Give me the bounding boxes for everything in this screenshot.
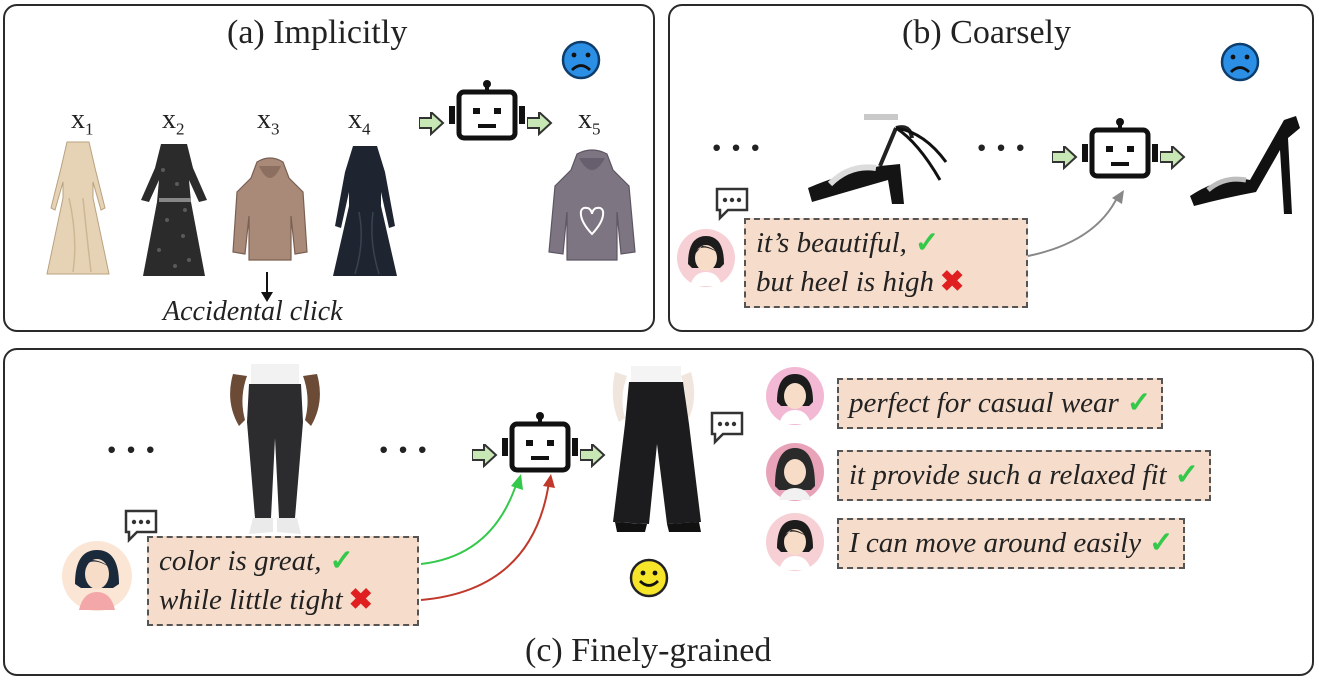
panel-finely-grained: ··· ··· color is great,✓ while little ti… [3, 348, 1314, 676]
cross-mark-icon: ✖ [940, 266, 965, 299]
feedback-to-model-arrows [420, 474, 555, 601]
purple-hoodie-image [548, 149, 636, 261]
item-x5-label: x5 [578, 104, 601, 139]
panel-coarsely: (b) Coarsely ··· ··· it’s beautiful,✓ bu… [668, 4, 1314, 332]
chat-bubble-icon [715, 187, 749, 220]
fine-feedback-box: color is great,✓ while little tight✖ [147, 536, 419, 627]
wide-leg-jeans-image [612, 366, 701, 532]
input-arrow-icon [1052, 146, 1077, 169]
negative-arrow-head [543, 474, 555, 488]
positive-arrow [420, 481, 518, 565]
accidental-click-note: Accidental click [163, 296, 343, 327]
black-sandal-image [808, 114, 948, 204]
input-arrow-icon [472, 444, 497, 467]
robot-icon [447, 80, 527, 142]
high-heel-image [1190, 116, 1300, 214]
reviewer-avatar [766, 367, 824, 425]
sad-face-icon [561, 40, 601, 80]
panel-a-title: (a) Implicitly [227, 14, 408, 51]
input-arrow-icon [419, 112, 444, 135]
negative-arrow [420, 481, 550, 601]
reviewer-avatar [766, 513, 824, 571]
user-avatar [677, 229, 735, 287]
review-box-2: it provide such a relaxed fit✓ [837, 450, 1211, 502]
output-arrow-icon [527, 112, 552, 135]
ellipsis: ··· [710, 125, 769, 170]
panel-b-title: (b) Coarsely [902, 14, 1072, 51]
item-x3-label: x3 [257, 104, 280, 139]
beige-gown-image [46, 141, 110, 275]
feedback-line-positive: it’s beautiful,✓ [756, 227, 940, 259]
review-text-1: perfect for casual wear [849, 387, 1119, 419]
check-mark-icon: ✓ [1126, 387, 1152, 419]
check-mark-icon: ✓ [329, 545, 354, 577]
feedback-line-negative: but heel is high✖ [756, 266, 965, 299]
check-mark-icon: ✓ [914, 227, 940, 259]
review-box-1: perfect for casual wear✓ [837, 378, 1164, 430]
down-arrow-icon [261, 272, 273, 302]
feedback-line-negative: while little tight✖ [159, 584, 373, 617]
black-lace-dress-image [141, 144, 207, 276]
feedback-line-positive: color is great,✓ [159, 545, 354, 577]
reviewer-avatar [766, 443, 824, 501]
skinny-jeans-image [230, 364, 320, 534]
robot-icon [1080, 118, 1160, 180]
panel-c-title: (c) Finely-grained [525, 632, 772, 669]
navy-gown-image [333, 146, 397, 276]
item-x4-label: x4 [348, 104, 371, 139]
review-text-2: it provide such a relaxed fit [849, 459, 1167, 491]
ellipsis: ··· [377, 427, 436, 472]
item-x2-label: x2 [162, 104, 185, 139]
coarse-feedback-box: it’s beautiful,✓ but heel is high✖ [744, 218, 1028, 309]
cross-mark-icon: ✖ [348, 584, 373, 617]
positive-arrow-head [511, 474, 523, 490]
brown-hoodie-image [232, 157, 308, 261]
robot-icon [500, 412, 580, 474]
ellipsis: ··· [975, 125, 1034, 170]
user-avatar [62, 541, 132, 611]
review-box-3: I can move around easily✓ [837, 518, 1186, 570]
ellipsis: ··· [105, 427, 164, 472]
check-mark-icon: ✓ [1149, 527, 1174, 559]
item-x1-label: x1 [71, 104, 94, 139]
review-text-3: I can move around easily [849, 527, 1142, 559]
check-mark-icon: ✓ [1174, 459, 1199, 491]
sad-face-icon [1220, 42, 1260, 82]
panel-implicitly: (a) Implicitly x1 x2 x3 x4 x5 Ac [3, 4, 655, 332]
chat-bubble-icon [710, 411, 744, 444]
happy-face-icon [629, 558, 669, 598]
feedback-to-model-arrow [1027, 190, 1124, 257]
